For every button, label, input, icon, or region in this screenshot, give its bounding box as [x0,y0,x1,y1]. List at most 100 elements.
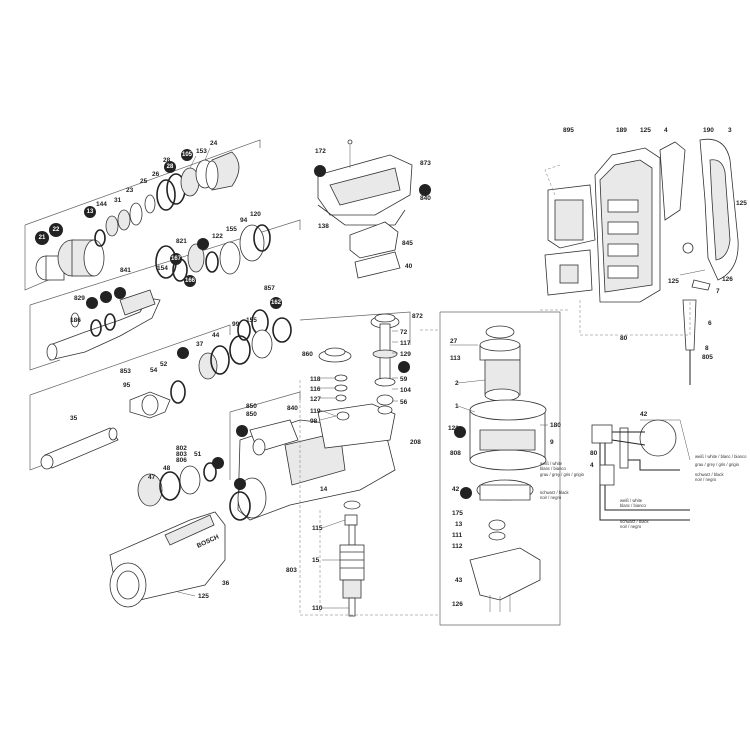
label-52: 52 [160,361,168,368]
marker-28[interactable] [164,161,176,173]
label-24: 24 [210,140,218,147]
label-125b: 125 [640,127,651,134]
label-873: 873 [420,160,431,167]
armature-assembly [339,500,365,617]
label-162: 162 [271,300,282,306]
marker-rear-a[interactable] [86,297,98,309]
label-153: 153 [196,148,207,155]
leader-lines [189,147,548,609]
label-125d: 125 [668,278,679,285]
label-117: 117 [400,340,411,347]
label-99: 99 [232,321,240,328]
label-121: 121 [448,425,459,432]
wire-bottom-4: noir / negro [620,524,642,529]
marker-121[interactable] [454,426,466,438]
marker-51-dot[interactable] [212,457,224,469]
wire-right-2: grau / grey / gris / grigio [695,462,740,467]
label-208: 208 [410,439,421,446]
intermediate-shaft-column [318,313,400,421]
label-22: 22 [53,227,60,233]
label-31: 31 [114,197,122,204]
label-803: 803 [176,451,187,458]
rear-handle-housing [544,138,739,385]
marker-rear-b[interactable] [100,291,112,303]
label-40: 40 [405,263,413,270]
label-853: 853 [120,368,131,375]
label-43: 43 [455,577,463,584]
wire-text-3: grau / grey / gris / grigio [540,472,585,477]
connection-lines [299,164,691,616]
label-802: 802 [176,445,187,452]
marker-166[interactable] [184,275,196,287]
wire-text-5: noir / negro [540,495,562,500]
label-44: 44 [212,332,220,339]
label-167: 167 [171,256,182,262]
label-895: 895 [563,127,574,134]
label-72: 72 [400,329,408,336]
marker-152[interactable] [234,478,246,490]
marker-22[interactable] [49,223,63,237]
label-7: 7 [716,288,720,295]
marker-42[interactable] [460,487,472,499]
label-54: 54 [150,367,158,374]
label-155b: 155 [246,317,257,324]
label-129: 129 [400,351,411,358]
label-803b: 803 [286,567,297,574]
label-840b: 840 [287,405,298,412]
label-126: 126 [722,276,733,283]
marker-172[interactable] [314,165,326,177]
front-housing: BOSCH [109,511,226,608]
label-166: 166 [185,278,196,284]
label-850: 850 [246,403,257,410]
wiring-schematic [591,419,691,521]
label-857: 857 [264,285,275,292]
frame-panels [24,139,561,626]
label-172: 172 [315,148,326,155]
wire-bottom-3: schwarz / black [620,519,650,524]
wire-bottom-2: blanc / bianco [620,503,647,508]
label-127: 127 [310,396,321,403]
top-cover-assembly [317,139,413,279]
label-35: 35 [70,415,78,422]
marker-13[interactable] [84,206,96,218]
marker-105[interactable] [181,149,193,161]
label-13b: 13 [455,521,463,528]
marker-167[interactable] [170,253,182,265]
marker-21[interactable] [35,231,49,245]
label-28: 28 [167,164,174,170]
marker-rear-c[interactable] [114,287,126,299]
marker-162[interactable] [270,297,282,309]
spindle-assembly [40,329,273,507]
label-138: 138 [318,223,329,230]
marker-129[interactable] [398,361,410,373]
label-42b: 42 [640,411,648,418]
label-805: 805 [702,354,713,361]
marker-130[interactable] [419,184,431,196]
label-15: 15 [312,557,320,564]
label-105: 105 [182,152,193,158]
label-808: 808 [450,450,461,457]
marker-37-dot[interactable] [177,347,189,359]
label-80: 80 [620,335,628,342]
label-9: 9 [550,439,554,446]
label-104: 104 [400,387,411,394]
label-26: 26 [152,171,160,178]
label-821: 821 [176,238,187,245]
label-14: 14 [320,486,328,493]
label-190: 190 [703,127,714,134]
label-116: 116 [310,386,321,393]
marker-850[interactable] [236,425,248,437]
labels-motor: 27 113 2 1 121 180 9 808 42 175 13 111 1… [448,338,585,608]
marker-160[interactable] [197,238,209,250]
label-1: 1 [455,403,459,410]
wire-text-1: weiß / white [540,461,563,466]
label-829: 829 [74,295,85,302]
label-850b: 850 [246,411,257,418]
label-110: 110 [312,605,323,612]
label-42a: 42 [452,486,460,493]
wire-text-4: schwarz / black [540,490,570,495]
label-860: 860 [302,351,313,358]
label-4b: 4 [590,462,594,469]
label-122: 122 [212,233,223,240]
